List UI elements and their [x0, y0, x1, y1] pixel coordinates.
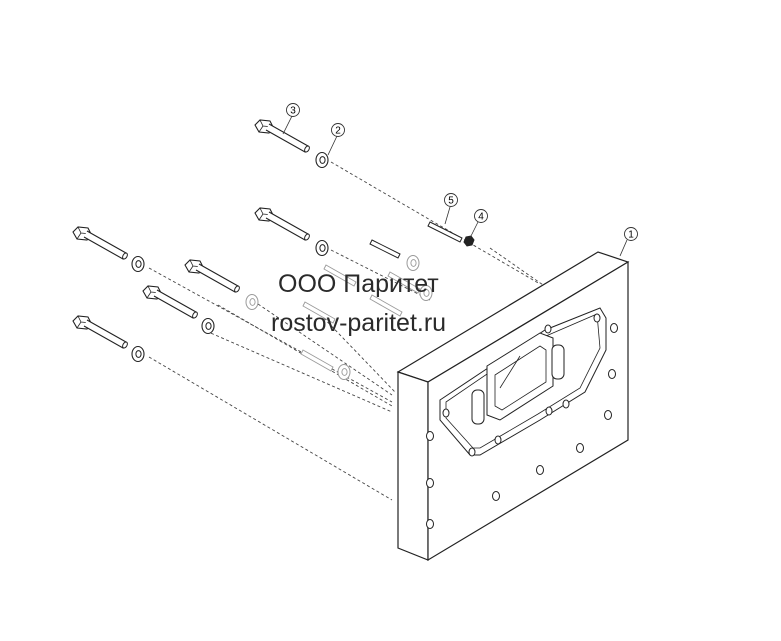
callout-4: 4: [469, 209, 488, 239]
callout-5-label: 5: [448, 196, 454, 207]
callout-1-label: 1: [628, 230, 634, 241]
assembly-lines: [148, 161, 547, 501]
callout-2-label: 2: [335, 126, 341, 137]
bolt-icon: [184, 259, 241, 294]
callout-4-label: 4: [478, 212, 484, 223]
bolt-icon: [254, 207, 311, 242]
washer-icon: [131, 345, 145, 363]
bolt-icon: [142, 285, 199, 320]
washer-icon: [131, 255, 145, 273]
stud-icon: [427, 221, 463, 243]
callout-3: 3: [282, 103, 300, 135]
callout-5: 5: [444, 193, 458, 225]
watermark-company: ООО Паритет: [278, 270, 439, 298]
callouts: 1 2 3 4 5: [282, 103, 638, 257]
flange-plate: [396, 251, 630, 562]
stud-icon: [369, 239, 401, 259]
watermark-site: rostov-paritet.ru: [271, 309, 447, 337]
callout-2: 2: [327, 123, 345, 156]
nut-icon: [463, 235, 475, 247]
studs: [369, 221, 475, 259]
callout-1: 1: [619, 227, 638, 257]
washer-icon: [315, 239, 329, 257]
bolt-icon: [254, 119, 311, 154]
washer-icon: [201, 317, 215, 335]
bolt-icon: [72, 315, 129, 350]
callout-3-label: 3: [290, 106, 296, 117]
bolt-icon: [72, 226, 129, 261]
washer-icon: [315, 151, 329, 169]
